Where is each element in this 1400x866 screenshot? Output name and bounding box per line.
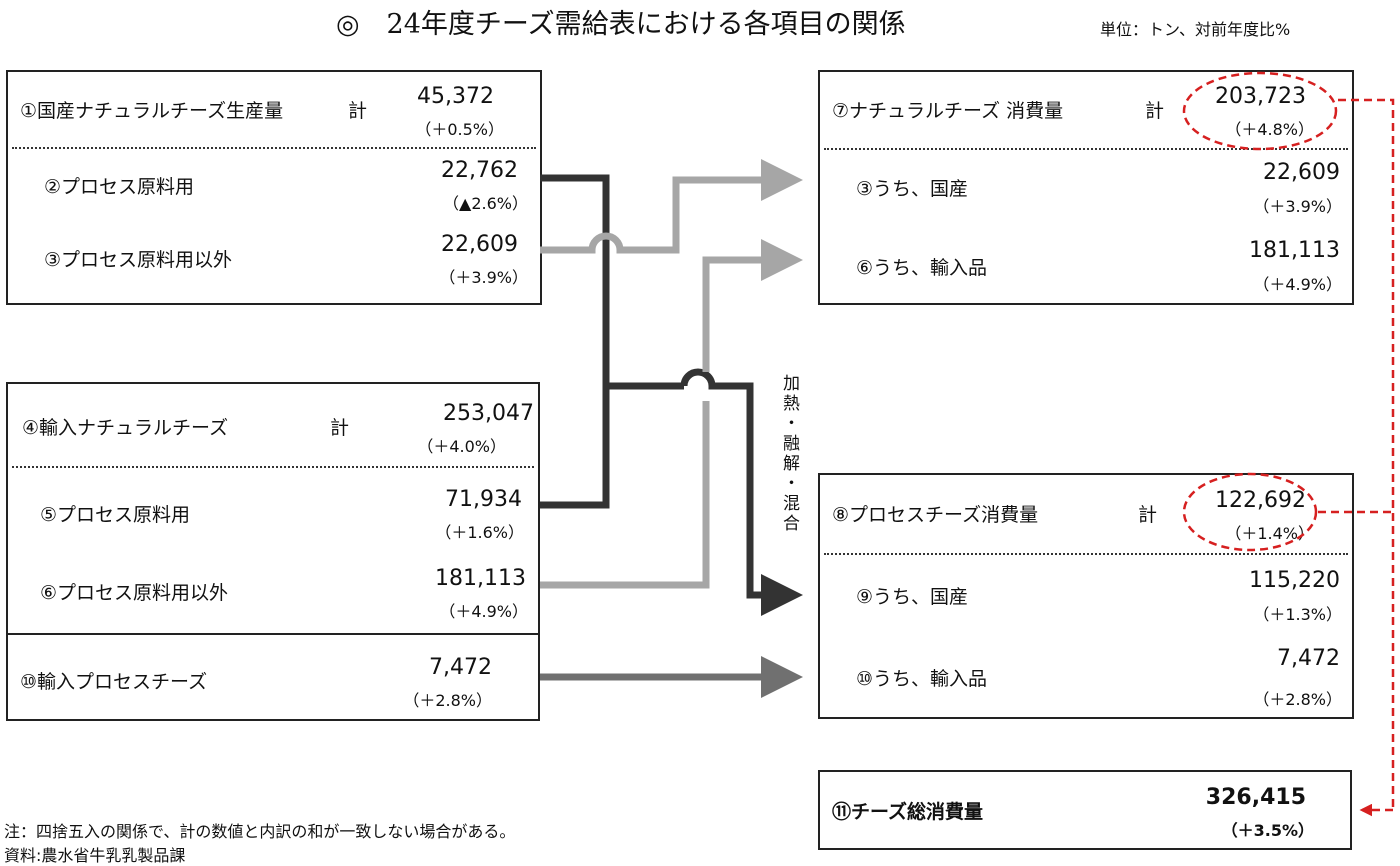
item-7b-change: （＋4.9%） xyxy=(1253,275,1342,294)
item-7-change: （＋4.8%） xyxy=(1225,120,1314,139)
item-8-change: （＋1.4%） xyxy=(1225,524,1314,543)
item-4-total-mark: 計 xyxy=(330,417,350,439)
item-8-total-mark: 計 xyxy=(1138,504,1158,526)
flow-line-to-process-cheese-bridge xyxy=(680,368,803,616)
item-6-change: （＋4.9%） xyxy=(439,602,528,621)
flow-line-domestic-other xyxy=(540,159,803,254)
item-11-value: 326,415 xyxy=(1205,785,1306,810)
item-5-value: 71,934 xyxy=(445,487,522,512)
sum-connector-natural xyxy=(1338,98,1395,810)
item-7-total-mark: 計 xyxy=(1145,100,1165,122)
item-1-label: ①国産ナチュラルチーズ生産量 xyxy=(20,100,284,122)
item-10b-change: （＋2.8%） xyxy=(1253,690,1342,709)
item-9-value: 115,220 xyxy=(1249,568,1340,593)
item-2-change: （▲2.6%） xyxy=(443,194,528,213)
item-10b-value: 7,472 xyxy=(1277,646,1340,671)
item-8-label: ⑧プロセスチーズ消費量 xyxy=(832,504,1039,526)
page-title: ◎ 24年度チーズ需給表における各項目の関係 xyxy=(336,9,906,40)
item-3-change: （＋3.9%） xyxy=(439,268,528,287)
flow-line-imported-other-top xyxy=(702,239,803,372)
item-4-value: 253,047 xyxy=(443,401,534,426)
item-1-change: （＋0.5%） xyxy=(415,120,504,139)
box-natural-consumption xyxy=(818,70,1354,305)
item-10-label: ⑩輸入プロセスチーズ xyxy=(20,671,208,693)
box-process-consumption xyxy=(818,473,1354,719)
item-7a-label: ③うち、国産 xyxy=(856,178,969,200)
divider-dotted xyxy=(824,148,1348,150)
item-10-value: 7,472 xyxy=(429,655,492,680)
item-2-label: ②プロセス原料用 xyxy=(44,176,195,198)
item-7-label: ⑦ナチュラルチーズ 消費量 xyxy=(832,100,1064,122)
item-9-label: ⑨うち、国産 xyxy=(856,586,969,608)
item-11-change: （＋3.5%） xyxy=(1221,821,1314,840)
flow-line-imported-other xyxy=(540,401,710,589)
item-9-change: （＋1.3%） xyxy=(1253,605,1342,624)
item-7a-value: 22,609 xyxy=(1263,160,1340,185)
item-7a-change: （＋3.9%） xyxy=(1253,197,1342,216)
process-label: 加熱・融解・混合 xyxy=(779,374,799,534)
footnote: 注：四捨五入の関係で、計の数値と内訳の和が一致しない場合がある。 xyxy=(4,822,516,841)
divider-dotted xyxy=(12,147,536,149)
item-7-value: 203,723 xyxy=(1215,84,1306,109)
item-5-change: （＋1.6%） xyxy=(435,523,524,542)
item-7b-value: 181,113 xyxy=(1249,238,1340,263)
item-2-value: 22,762 xyxy=(441,158,518,183)
unit-note: 単位：トン、対前年度比% xyxy=(1100,20,1291,39)
item-10b-label: ⑩うち、輸入品 xyxy=(856,668,988,690)
box-total-consumption xyxy=(818,770,1352,850)
highlight-ellipse-natural-total xyxy=(1182,71,1338,151)
item-1-total-mark: 計 xyxy=(348,100,368,122)
item-4-label: ④輸入ナチュラルチーズ xyxy=(22,417,229,439)
item-10-change: （＋2.8%） xyxy=(403,691,492,710)
item-5-label: ⑤プロセス原料用 xyxy=(40,504,191,526)
box-domestic-natural-production xyxy=(6,70,542,305)
item-4-change: （＋4.0%） xyxy=(417,437,506,456)
box-imported-natural xyxy=(6,382,540,721)
item-8-value: 122,692 xyxy=(1215,488,1306,513)
flow-line-domestic-process xyxy=(540,174,610,509)
item-6-value: 181,113 xyxy=(435,566,526,591)
divider-dotted xyxy=(12,466,534,468)
item-3-label: ③プロセス原料用以外 xyxy=(44,249,233,271)
highlight-ellipse-process-total xyxy=(1182,472,1318,552)
divider-dotted xyxy=(824,553,1348,555)
source-note: 資料:農水省牛乳乳製品課 xyxy=(4,846,186,865)
item-7b-label: ⑥うち、輸入品 xyxy=(856,257,988,279)
item-11-label: ⑪チーズ総消費量 xyxy=(832,801,984,823)
divider-solid xyxy=(6,633,540,635)
item-1-value: 45,372 xyxy=(417,84,494,109)
item-6-label: ⑥プロセス原料用以外 xyxy=(40,582,229,604)
item-3-value: 22,609 xyxy=(441,232,518,257)
